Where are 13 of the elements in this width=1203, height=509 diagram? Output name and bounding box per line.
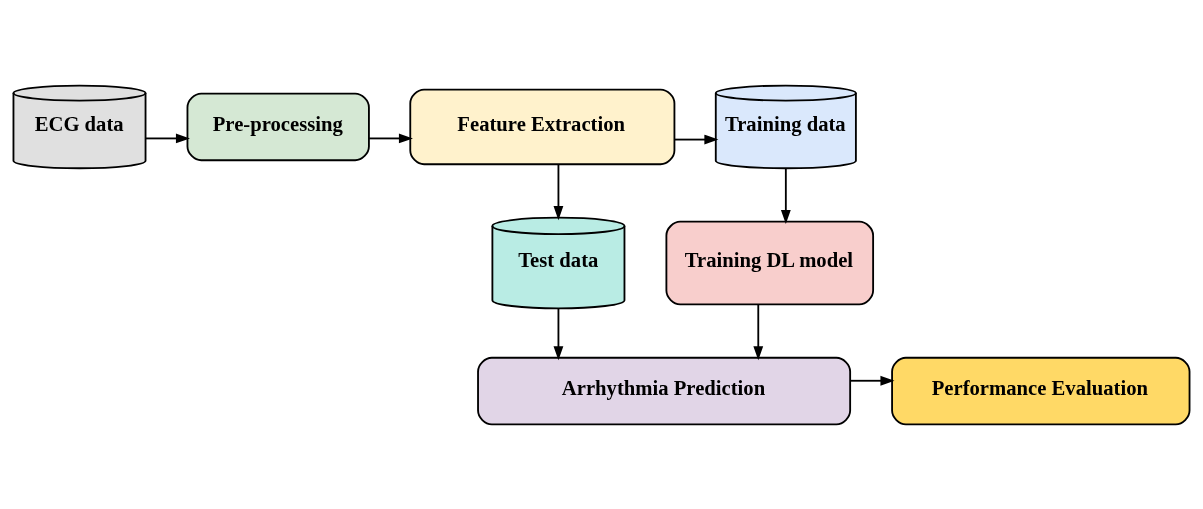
arrow [553,307,564,360]
arrow [753,303,764,360]
node-box: Feature Extraction [409,88,676,165]
node-box: Arrhythmia Prediction [477,356,852,425]
node-box: Performance Evaluation [891,356,1191,425]
arrow [673,134,719,144]
arrow [849,375,895,386]
node-box: Training DL model [665,220,875,305]
arrow [144,133,190,143]
arrow [368,133,413,143]
node-box: Pre-processing [186,92,370,161]
arrow [553,163,564,220]
arrow [780,167,791,224]
